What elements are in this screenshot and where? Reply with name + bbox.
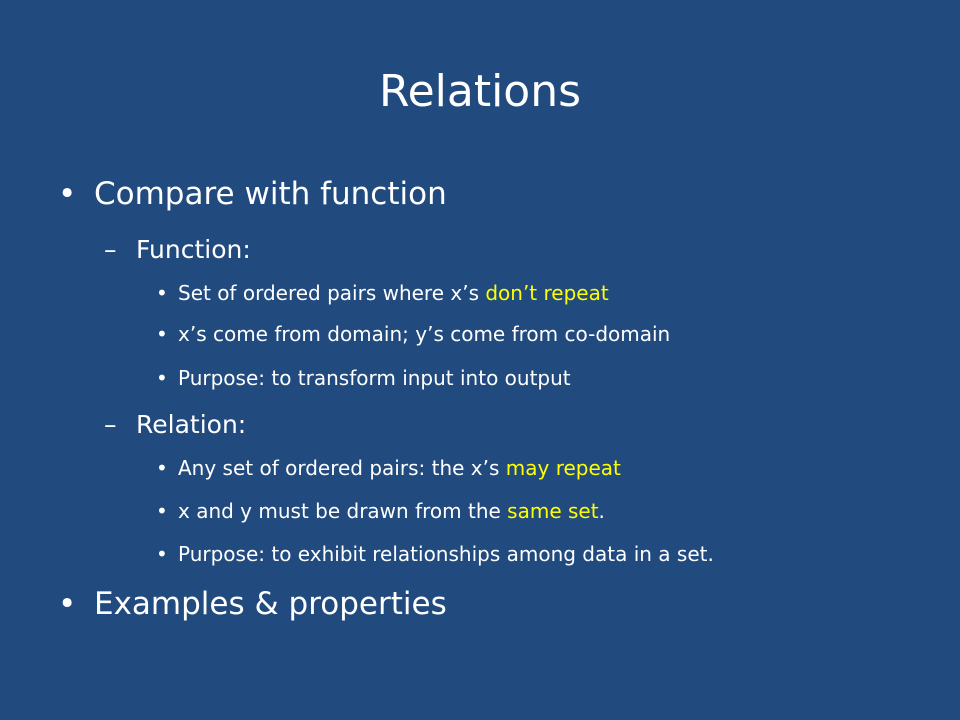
point-text: Any set of ordered pairs: the x’s may re… [178,454,621,482]
slide-title: Relations [378,66,582,117]
point-text-period: . [598,499,605,523]
bullet-dot-icon: • [156,322,168,346]
bullet-dot-icon: • [156,366,168,390]
bullet-text: Examples & properties [94,586,447,622]
highlight-same-set: same set [507,499,599,523]
point-text: x’s come from domain; y’s come from co-d… [178,322,671,346]
bullet-text: Compare with function [94,176,447,212]
dash-icon: – [104,410,117,439]
point-text: Set of ordered pairs where x’s don’t rep… [178,279,609,307]
highlight-dont-repeat: don’t repeat [485,281,609,305]
bullet-dot-icon: • [156,281,168,305]
bullet-dot-icon: • [58,176,77,212]
point-text-plain: Set of ordered pairs where x’s [178,281,486,305]
dash-icon: – [104,235,117,264]
bullet-dot-icon: • [156,499,168,523]
subbullet-text: Relation: [136,410,247,439]
point-text: Purpose: to exhibit relationships among … [178,542,714,566]
bullet-dot-icon: • [156,542,168,566]
highlight-may-repeat: may repeat [505,456,621,480]
point-text: x and y must be drawn from the same set. [178,497,605,525]
bullet-dot-icon: • [58,586,77,622]
subbullet-text: Function: [136,235,251,264]
bullet-dot-icon: • [156,456,168,480]
point-text: Purpose: to transform input into output [178,366,571,390]
point-text-plain: Any set of ordered pairs: the x’s [178,456,506,480]
point-text-plain: x and y must be drawn from the [178,499,508,523]
